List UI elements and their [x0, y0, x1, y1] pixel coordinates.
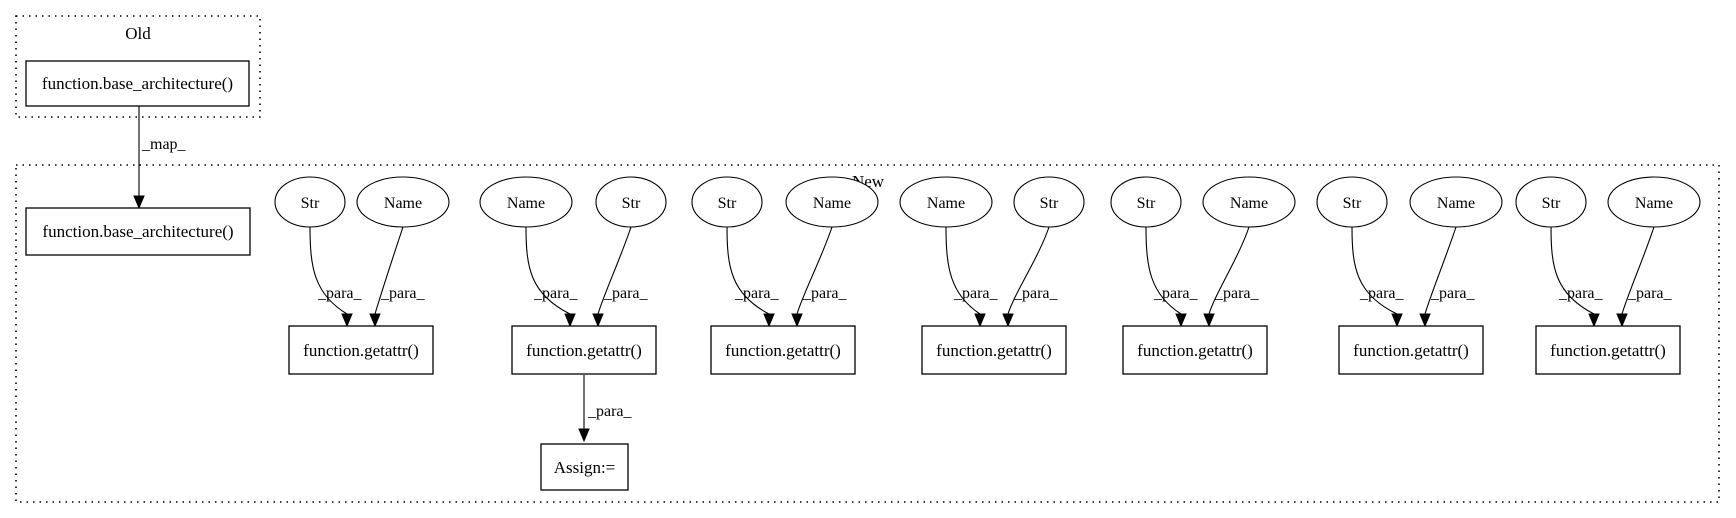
node-name-label: Name [1635, 195, 1673, 212]
node-assign: Assign:= [540, 443, 629, 491]
node-str-label: Str [1542, 195, 1561, 212]
node-getattr-label: function.getattr() [725, 341, 841, 360]
node-str-label: Str [1040, 195, 1059, 212]
getattr-group: _para_ _para_ Name Str function.getattr() [899, 176, 1085, 375]
edge-map: _map_ [133, 106, 187, 210]
node-str-label: Str [718, 195, 737, 212]
node-getattr-label: function.getattr() [1550, 341, 1666, 360]
edge-para: _para_ [1550, 226, 1604, 328]
node-getattr-label: function.getattr() [936, 341, 1052, 360]
getattr-group: _para_ _para_ Name Str function.getattr() [479, 176, 667, 375]
node-str: Str [1515, 176, 1587, 228]
node-str: Str [274, 176, 346, 228]
node-getattr: function.getattr() [1122, 325, 1268, 375]
node-getattr: function.getattr() [1338, 325, 1484, 375]
getattr-group: _para_ _para_ Str Name function.getattr() [691, 176, 879, 375]
edge-para-label: _para_ [1359, 285, 1405, 302]
edge-para-label: _para_ [317, 285, 363, 302]
getattr-group: _para_ _para_ Str Name function.getattr() [274, 176, 450, 375]
node-name-label: Name [1437, 195, 1475, 212]
node-str-label: Str [622, 195, 641, 212]
node-str-label: Str [1137, 195, 1156, 212]
edge-para: _para_ [525, 226, 579, 328]
node-name-label: Name [1230, 195, 1268, 212]
node-name-label: Name [927, 195, 965, 212]
edge-para-label: _para_ [533, 285, 579, 302]
edge-para-label: _para_ [734, 285, 780, 302]
edge-para-label: _para_ [1013, 285, 1059, 302]
edge-para-label: _para_ [1153, 285, 1199, 302]
node-getattr-label: function.getattr() [303, 341, 419, 360]
node-name: Name [479, 176, 573, 228]
node-getattr: function.getattr() [288, 325, 434, 375]
edge-para-assign-label: _para_ [587, 403, 633, 420]
node-name: Name [899, 176, 993, 228]
getattr-group: _para_ _para_ Str Name function.getattr() [1110, 176, 1296, 375]
node-str: Str [1316, 176, 1388, 228]
node-assign-label: Assign:= [554, 458, 616, 477]
node-old-base-architecture: function.base_architecture() [25, 60, 250, 107]
node-getattr-label: function.getattr() [1353, 341, 1469, 360]
node-getattr-label: function.getattr() [526, 341, 642, 360]
node-name: Name [356, 176, 450, 228]
getattr-group: _para_ _para_ Str Name function.getattr() [1316, 176, 1503, 375]
node-new-base-architecture-label: function.base_architecture() [42, 222, 233, 241]
edge-para: _para_ [369, 226, 426, 328]
node-str: Str [1110, 176, 1182, 228]
node-name: Name [1607, 176, 1701, 228]
edge-para-assign: _para_ [578, 375, 633, 443]
edge-para-label: _para_ [1430, 285, 1476, 302]
edge-para: _para_ [1351, 226, 1405, 328]
edge-para-label: _para_ [380, 285, 426, 302]
node-name-label: Name [507, 195, 545, 212]
getattr-group: _para_ _para_ Str Name function.getattr() [1515, 176, 1701, 375]
edge-para: _para_ [726, 226, 780, 328]
edge-para: _para_ [945, 226, 999, 328]
node-getattr-label: function.getattr() [1137, 341, 1253, 360]
node-name: Name [785, 176, 879, 228]
node-name-label: Name [384, 195, 422, 212]
edge-para: _para_ [1203, 226, 1260, 328]
edge-map-label: _map_ [141, 136, 187, 153]
node-str: Str [691, 176, 763, 228]
edge-para-label: _para_ [1627, 285, 1673, 302]
edge-para: _para_ [791, 226, 848, 328]
node-getattr: function.getattr() [1535, 325, 1681, 375]
edge-para: _para_ [1145, 226, 1199, 328]
node-getattr: function.getattr() [710, 325, 856, 375]
node-name: Name [1409, 176, 1503, 228]
node-str-label: Str [301, 195, 320, 212]
node-str-label: Str [1343, 195, 1362, 212]
node-name: Name [1202, 176, 1296, 228]
cluster-old: Old [15, 15, 261, 118]
edge-para-label: _para_ [603, 285, 649, 302]
edge-para: _para_ [592, 226, 649, 328]
edge-para: _para_ [309, 226, 363, 328]
edge-para-label: _para_ [802, 285, 848, 302]
node-name-label: Name [813, 195, 851, 212]
edge-para: _para_ [1002, 226, 1059, 328]
node-str: Str [1013, 176, 1085, 228]
edge-para-label: _para_ [1214, 285, 1260, 302]
node-getattr: function.getattr() [511, 325, 657, 375]
edge-para-label: _para_ [953, 285, 999, 302]
node-old-base-architecture-label: function.base_architecture() [42, 74, 233, 93]
edge-para: _para_ [1616, 226, 1673, 328]
edge-para: _para_ [1419, 226, 1476, 328]
cluster-old-label: Old [125, 24, 151, 43]
node-new-base-architecture: function.base_architecture() [25, 207, 251, 256]
node-getattr: function.getattr() [921, 325, 1067, 375]
edge-para-label: _para_ [1558, 285, 1604, 302]
node-str: Str [595, 176, 667, 228]
